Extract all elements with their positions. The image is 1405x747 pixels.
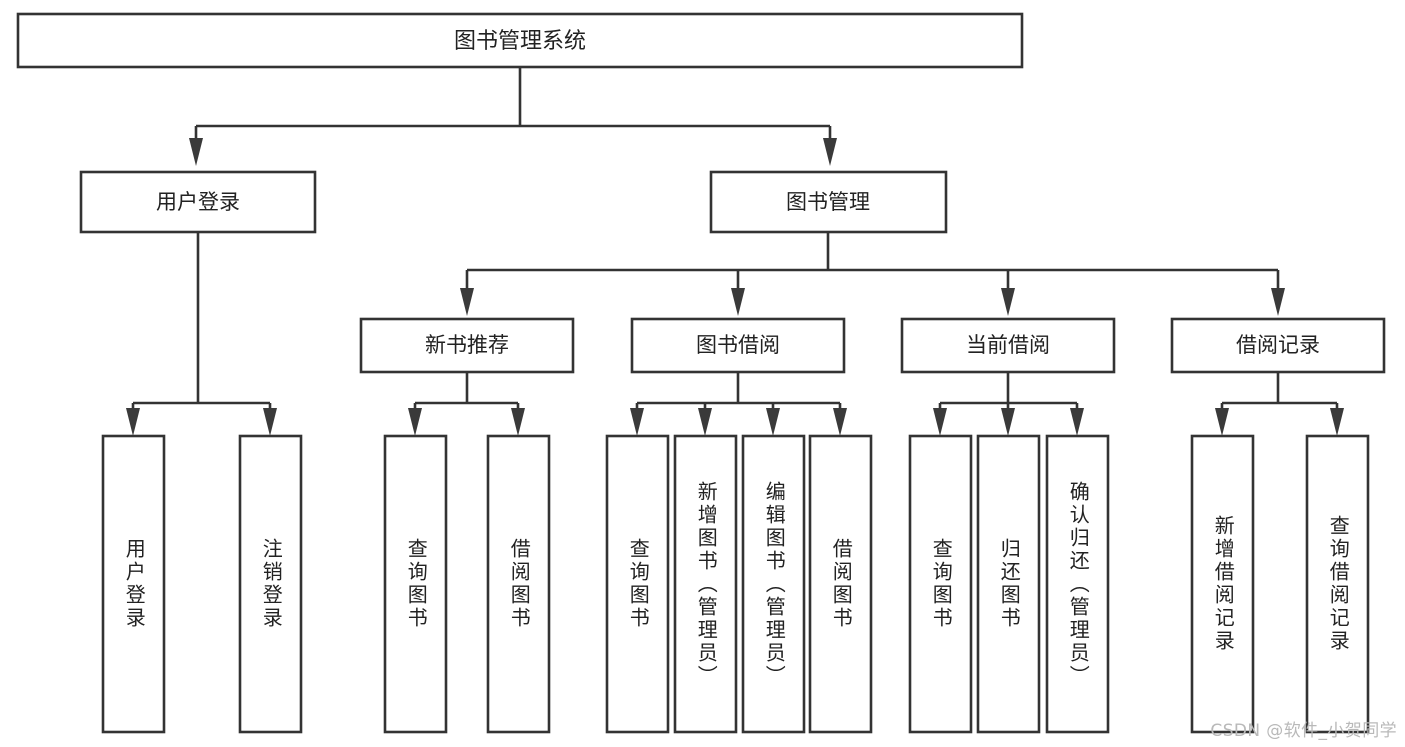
leaf-add-borrow-record-box[interactable] [1190,434,1255,734]
leaf-query-book-3-box[interactable] [908,434,973,734]
leaf-add-book-admin-box[interactable] [673,434,738,734]
csdn-watermark: CSDN @软件_小贺同学 [1210,721,1397,741]
new-book-recommend-label: 新书推荐 [425,333,509,357]
arrow-to-leaf-return-book [1001,408,1015,436]
node-root[interactable]: 图书管理系统 [16,12,1024,69]
leaf-return-book-box[interactable] [976,434,1041,734]
connector-bookborrow-to-leaves [630,372,847,436]
borrow-record-label: 借阅记录 [1236,333,1320,357]
arrow-to-leaf-edit-book-admin [766,408,780,436]
arrow-to-user-login [189,138,203,166]
book-borrow-box[interactable] [630,317,846,374]
connector-newbook-to-leaves [408,372,525,436]
connector-bookmgmt-to-level3 [460,232,1285,316]
leaf-query-borrow-record-box[interactable] [1305,434,1370,734]
current-borrow-box[interactable] [900,317,1116,374]
arrow-to-book-borrow [731,288,745,316]
arrow-to-leaf-borrow-book-2 [833,408,847,436]
leaf-borrow-book-1-box[interactable] [486,434,551,734]
arrow-to-current-borrow [1001,288,1015,316]
new-book-recommend-box[interactable] [359,317,575,374]
connector-currentborrow-to-leaves [933,372,1084,436]
leaf-confirm-return-admin-box[interactable] [1045,434,1110,734]
node-book-borrow[interactable]: 图书借阅 [630,317,846,374]
connector-root-to-level2 [189,67,837,166]
leaf-query-book-2-box[interactable] [605,434,670,734]
user-login-label: 用户登录 [156,190,240,214]
arrow-to-borrow-record [1271,288,1285,316]
arrow-to-leaf-user-login [126,408,140,436]
node-new-book-recommend[interactable]: 新书推荐 [359,317,575,374]
leaf-boxes-group [101,434,1370,734]
book-management-label: 图书管理 [786,190,870,214]
connector-userlogin-to-leaves [126,232,277,436]
arrow-to-leaf-query-borrow-record [1330,408,1344,436]
book-management-box[interactable] [709,170,948,234]
node-current-borrow[interactable]: 当前借阅 [900,317,1116,374]
arrow-to-leaf-add-book-admin [698,408,712,436]
connector-borrowrecord-to-leaves [1215,372,1344,436]
leaf-edit-book-admin-box[interactable] [741,434,806,734]
leaf-borrow-book-2-box[interactable] [808,434,873,734]
arrow-to-leaf-borrow-book-1 [511,408,525,436]
root-label: 图书管理系统 [454,29,586,54]
arrow-to-leaf-query-book-3 [933,408,947,436]
book-borrow-label: 图书借阅 [696,333,780,357]
borrow-record-box[interactable] [1170,317,1386,374]
current-borrow-label: 当前借阅 [966,333,1050,357]
arrow-to-leaf-add-borrow-record [1215,408,1229,436]
leaf-logout-login-box[interactable] [238,434,303,734]
arrow-to-new-book-recommend [460,288,474,316]
root-box[interactable] [16,12,1024,69]
arrow-to-leaf-query-book-2 [630,408,644,436]
leaf-query-book-1-box[interactable] [383,434,448,734]
node-book-management[interactable]: 图书管理 [709,170,948,234]
node-borrow-record[interactable]: 借阅记录 [1170,317,1386,374]
arrow-to-leaf-logout-login [263,408,277,436]
arrow-to-book-management [823,138,837,166]
arrow-to-leaf-query-book-1 [408,408,422,436]
node-user-login[interactable]: 用户登录 [79,170,317,234]
leaf-user-login-box[interactable] [101,434,166,734]
arrow-to-leaf-confirm-return-admin [1070,408,1084,436]
